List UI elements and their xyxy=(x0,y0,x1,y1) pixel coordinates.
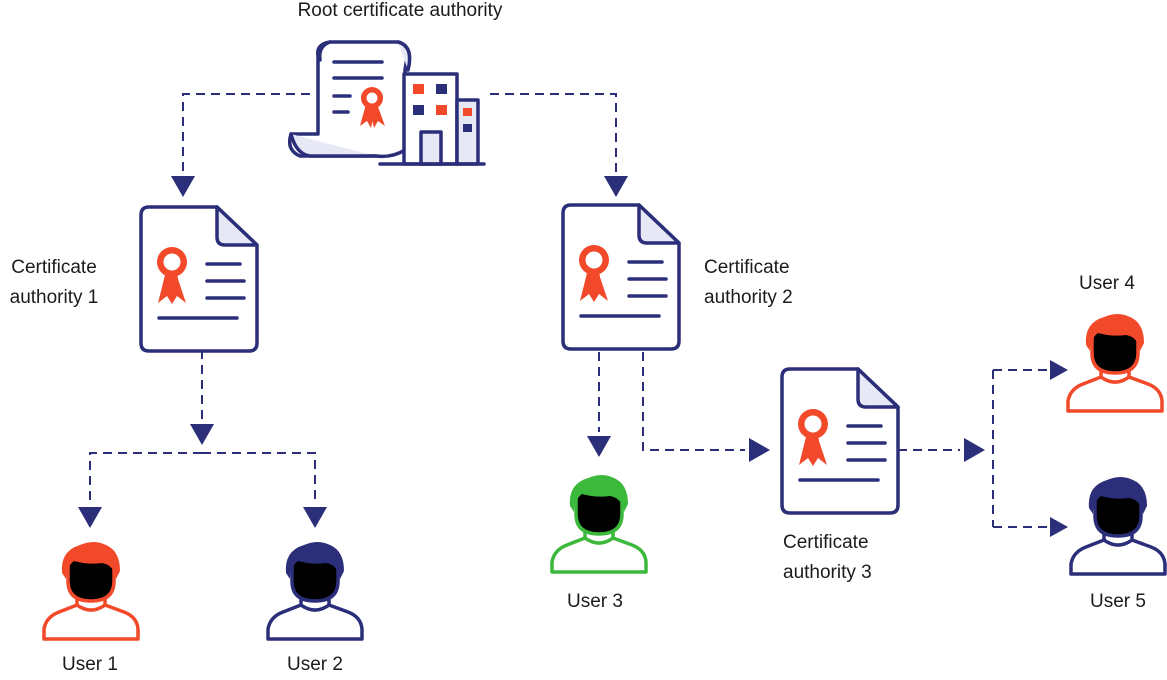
user3-label: User 3 xyxy=(567,591,623,612)
arrow-ca2 xyxy=(604,176,628,197)
arrow-user4 xyxy=(1050,360,1068,380)
user1-icon xyxy=(42,540,140,641)
user2-label: User 2 xyxy=(287,654,343,675)
arrow-user5 xyxy=(1050,517,1068,537)
user2-icon xyxy=(266,540,364,641)
user5-icon xyxy=(1069,475,1167,576)
ca2-label-line2: authority 2 xyxy=(704,287,793,308)
connectors xyxy=(89,93,1047,528)
user1-label: User 1 xyxy=(62,654,118,675)
arrow-user2 xyxy=(303,507,327,528)
ca3-label-line1: Certificate xyxy=(783,532,869,553)
arrow-ca1 xyxy=(171,176,195,197)
ca2-certificate-document-icon xyxy=(561,203,681,351)
ca3-label-line2: authority 3 xyxy=(783,562,872,583)
arrow-user1 xyxy=(78,507,102,528)
ca1-certificate-document-icon xyxy=(139,205,259,353)
edge-ca1-user1 xyxy=(89,452,202,503)
arrow-user3 xyxy=(587,436,611,457)
ca1-label-line2: authority 1 xyxy=(9,287,99,308)
ca3-label: Certificate authority 3 xyxy=(783,528,913,588)
certificate-building-icon xyxy=(287,40,486,166)
edge-root-ca2 xyxy=(490,93,617,172)
ca2-label-line1: Certificate xyxy=(704,257,790,278)
user5-label: User 5 xyxy=(1090,591,1146,612)
ca2-label: Certificate authority 2 xyxy=(704,253,834,313)
user3-icon xyxy=(550,473,648,574)
ca1-label-line1: Certificate xyxy=(11,257,97,278)
arrow-branch-ca1 xyxy=(190,424,214,445)
arrowheads xyxy=(78,176,1068,537)
ca3-certificate-document-icon xyxy=(780,367,900,515)
arrow-branch-ca3 xyxy=(964,438,985,462)
user4-icon xyxy=(1066,312,1164,413)
root-label: Root certificate authority xyxy=(297,0,503,21)
arrow-ca3 xyxy=(749,438,770,462)
edge-ca2-ca3 xyxy=(642,352,745,451)
user4-label: User 4 xyxy=(1079,273,1135,294)
edge-ca1-user2 xyxy=(202,452,316,503)
ca1-label: Certificate authority 1 xyxy=(0,253,110,313)
edge-root-ca1 xyxy=(182,93,310,172)
